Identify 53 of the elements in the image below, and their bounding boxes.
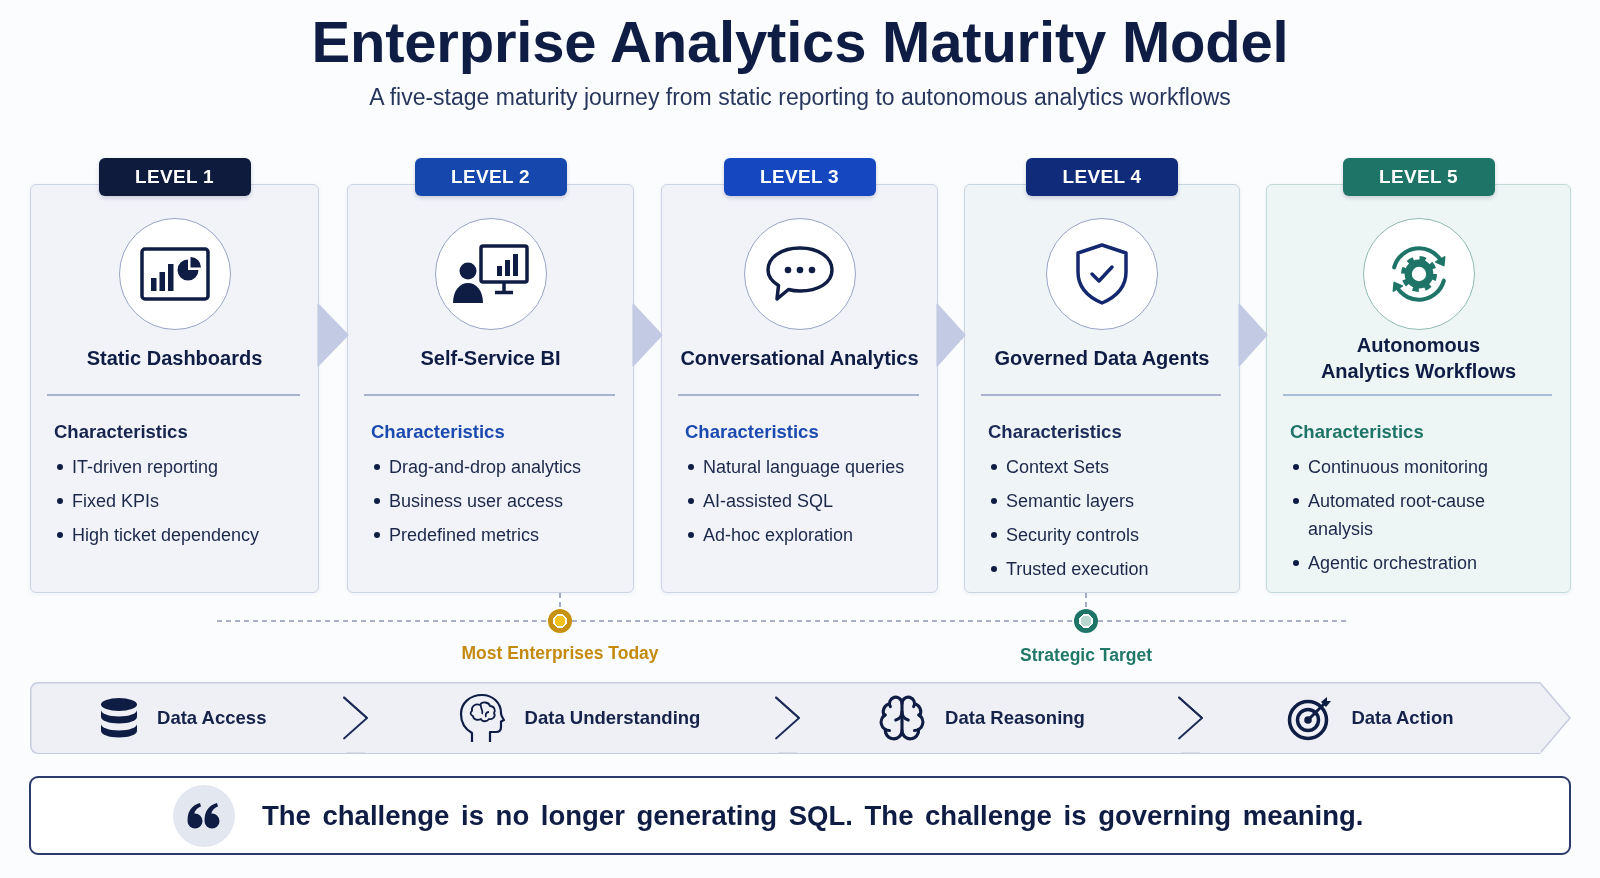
flow-arrow	[632, 303, 663, 367]
list-item: Ad-hoc exploration	[685, 520, 854, 549]
quote-box	[29, 776, 1571, 855]
stage-label: Data Reasoning	[945, 706, 1085, 730]
chevron-arrow	[1178, 696, 1203, 740]
list-item: Predefined metrics	[371, 520, 540, 549]
list-item: Fixed KPIs	[54, 486, 160, 515]
stage-title: Self-Service BI	[420, 346, 561, 371]
quote-text: The challenge is no longer generating SQL. The challenge is governing meaning.	[262, 798, 1364, 833]
list-item: Drag-and-drop analytics	[371, 452, 582, 481]
level-badge: LEVEL 5	[1342, 158, 1495, 196]
stage-label: Data Understanding	[524, 706, 701, 730]
dashed-connector	[1085, 592, 1087, 610]
list-item: Security controls	[988, 520, 1140, 549]
section-heading: Characteristics	[988, 419, 1122, 444]
milestone-marker	[1074, 609, 1098, 633]
stage-title: Autonomous Analytics Workflows	[1319, 333, 1518, 384]
dashed-connector	[216, 620, 549, 622]
flow-arrow	[317, 303, 349, 367]
stage-label: Data Access	[157, 706, 267, 730]
dashed-connector	[559, 592, 561, 610]
stage-title: Static Dashboards	[86, 346, 263, 371]
marker-label: Most Enterprises Today	[461, 642, 659, 664]
level-badge: LEVEL 2	[414, 158, 567, 196]
section-heading: Characteristics	[54, 419, 188, 444]
level-badge: LEVEL 4	[1026, 158, 1178, 196]
milestone-marker	[548, 609, 572, 633]
chevron-arrow	[775, 696, 800, 740]
flow-arrow	[936, 303, 966, 367]
list-item: Automated root-cause analysis	[1290, 486, 1538, 543]
subtitle: A five-stage maturity journey from static reporting to autonomous analytics workflows	[369, 83, 1231, 111]
section-heading: Characteristics	[1290, 419, 1424, 444]
flow-arrow	[1238, 303, 1268, 367]
list-item: Context Sets	[988, 452, 1110, 481]
list-item: Continuous monitoring	[1290, 452, 1489, 481]
stage-title: Governed Data Agents	[994, 346, 1210, 371]
section-heading: Characteristics	[685, 419, 819, 444]
marker-label: Strategic Target	[1020, 644, 1152, 666]
list-item: Business user access	[371, 486, 564, 515]
stage-title: Conversational Analytics	[680, 346, 919, 371]
list-item: Agentic orchestration	[1290, 548, 1478, 577]
list-item: High ticket dependency	[54, 520, 260, 549]
list-item: Semantic layers	[988, 486, 1135, 515]
level-badge: LEVEL 1	[98, 158, 251, 196]
list-item: Natural language queries	[685, 452, 905, 481]
dashed-connector	[571, 620, 1075, 622]
stage-label: Data Action	[1351, 706, 1454, 730]
list-item: IT-driven reporting	[54, 452, 219, 481]
list-item: AI-assisted SQL	[685, 486, 834, 515]
chevron-arrow	[343, 696, 368, 740]
section-heading: Characteristics	[371, 419, 505, 444]
level-badge: LEVEL 3	[723, 158, 876, 196]
list-item: Trusted execution	[988, 554, 1149, 583]
